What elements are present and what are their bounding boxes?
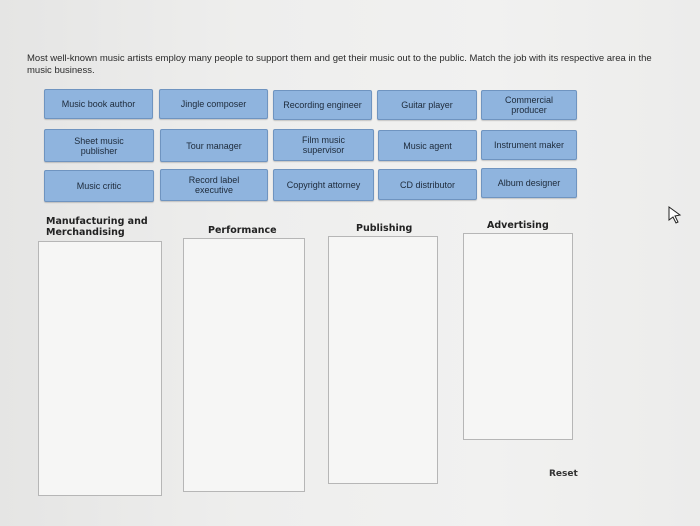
- chip-music-book-author[interactable]: Music book author: [44, 89, 153, 119]
- chip-album-designer[interactable]: Album designer: [481, 168, 577, 198]
- chip-copyright-attorney[interactable]: Copyright attorney: [273, 169, 374, 201]
- chip-music-critic[interactable]: Music critic: [44, 170, 154, 202]
- chip-recording-engineer[interactable]: Recording engineer: [273, 90, 372, 120]
- chip-sheet-music-publisher[interactable]: Sheet music publisher: [44, 129, 154, 162]
- bin-label-performance: Performance: [208, 225, 277, 236]
- pointer-cursor-icon: [668, 206, 682, 224]
- chip-instrument-maker[interactable]: Instrument maker: [481, 130, 577, 160]
- chip-tour-manager[interactable]: Tour manager: [160, 129, 268, 162]
- chip-film-music-supervisor[interactable]: Film music supervisor: [273, 129, 374, 161]
- chip-music-agent[interactable]: Music agent: [378, 130, 477, 161]
- question-prompt: Most well-known music artists employ man…: [27, 53, 652, 76]
- chip-commercial-producer[interactable]: Commercial producer: [481, 90, 577, 120]
- chip-record-label-executive[interactable]: Record label executive: [160, 169, 268, 201]
- bin-label-advertising: Advertising: [487, 220, 549, 231]
- bin-label-manufacturing-merchandising: Manufacturing and Merchandising: [46, 216, 148, 238]
- chip-cd-distributor[interactable]: CD distributor: [378, 169, 477, 200]
- drop-zone-publishing[interactable]: [328, 236, 438, 484]
- drop-zone-advertising[interactable]: [463, 233, 573, 440]
- drop-zone-performance[interactable]: [183, 238, 305, 492]
- chip-guitar-player[interactable]: Guitar player: [377, 90, 477, 120]
- chip-jingle-composer[interactable]: Jingle composer: [159, 89, 268, 119]
- bin-label-publishing: Publishing: [356, 223, 413, 234]
- reset-button[interactable]: Reset: [549, 469, 578, 479]
- drop-zone-manufacturing-merchandising[interactable]: [38, 241, 162, 496]
